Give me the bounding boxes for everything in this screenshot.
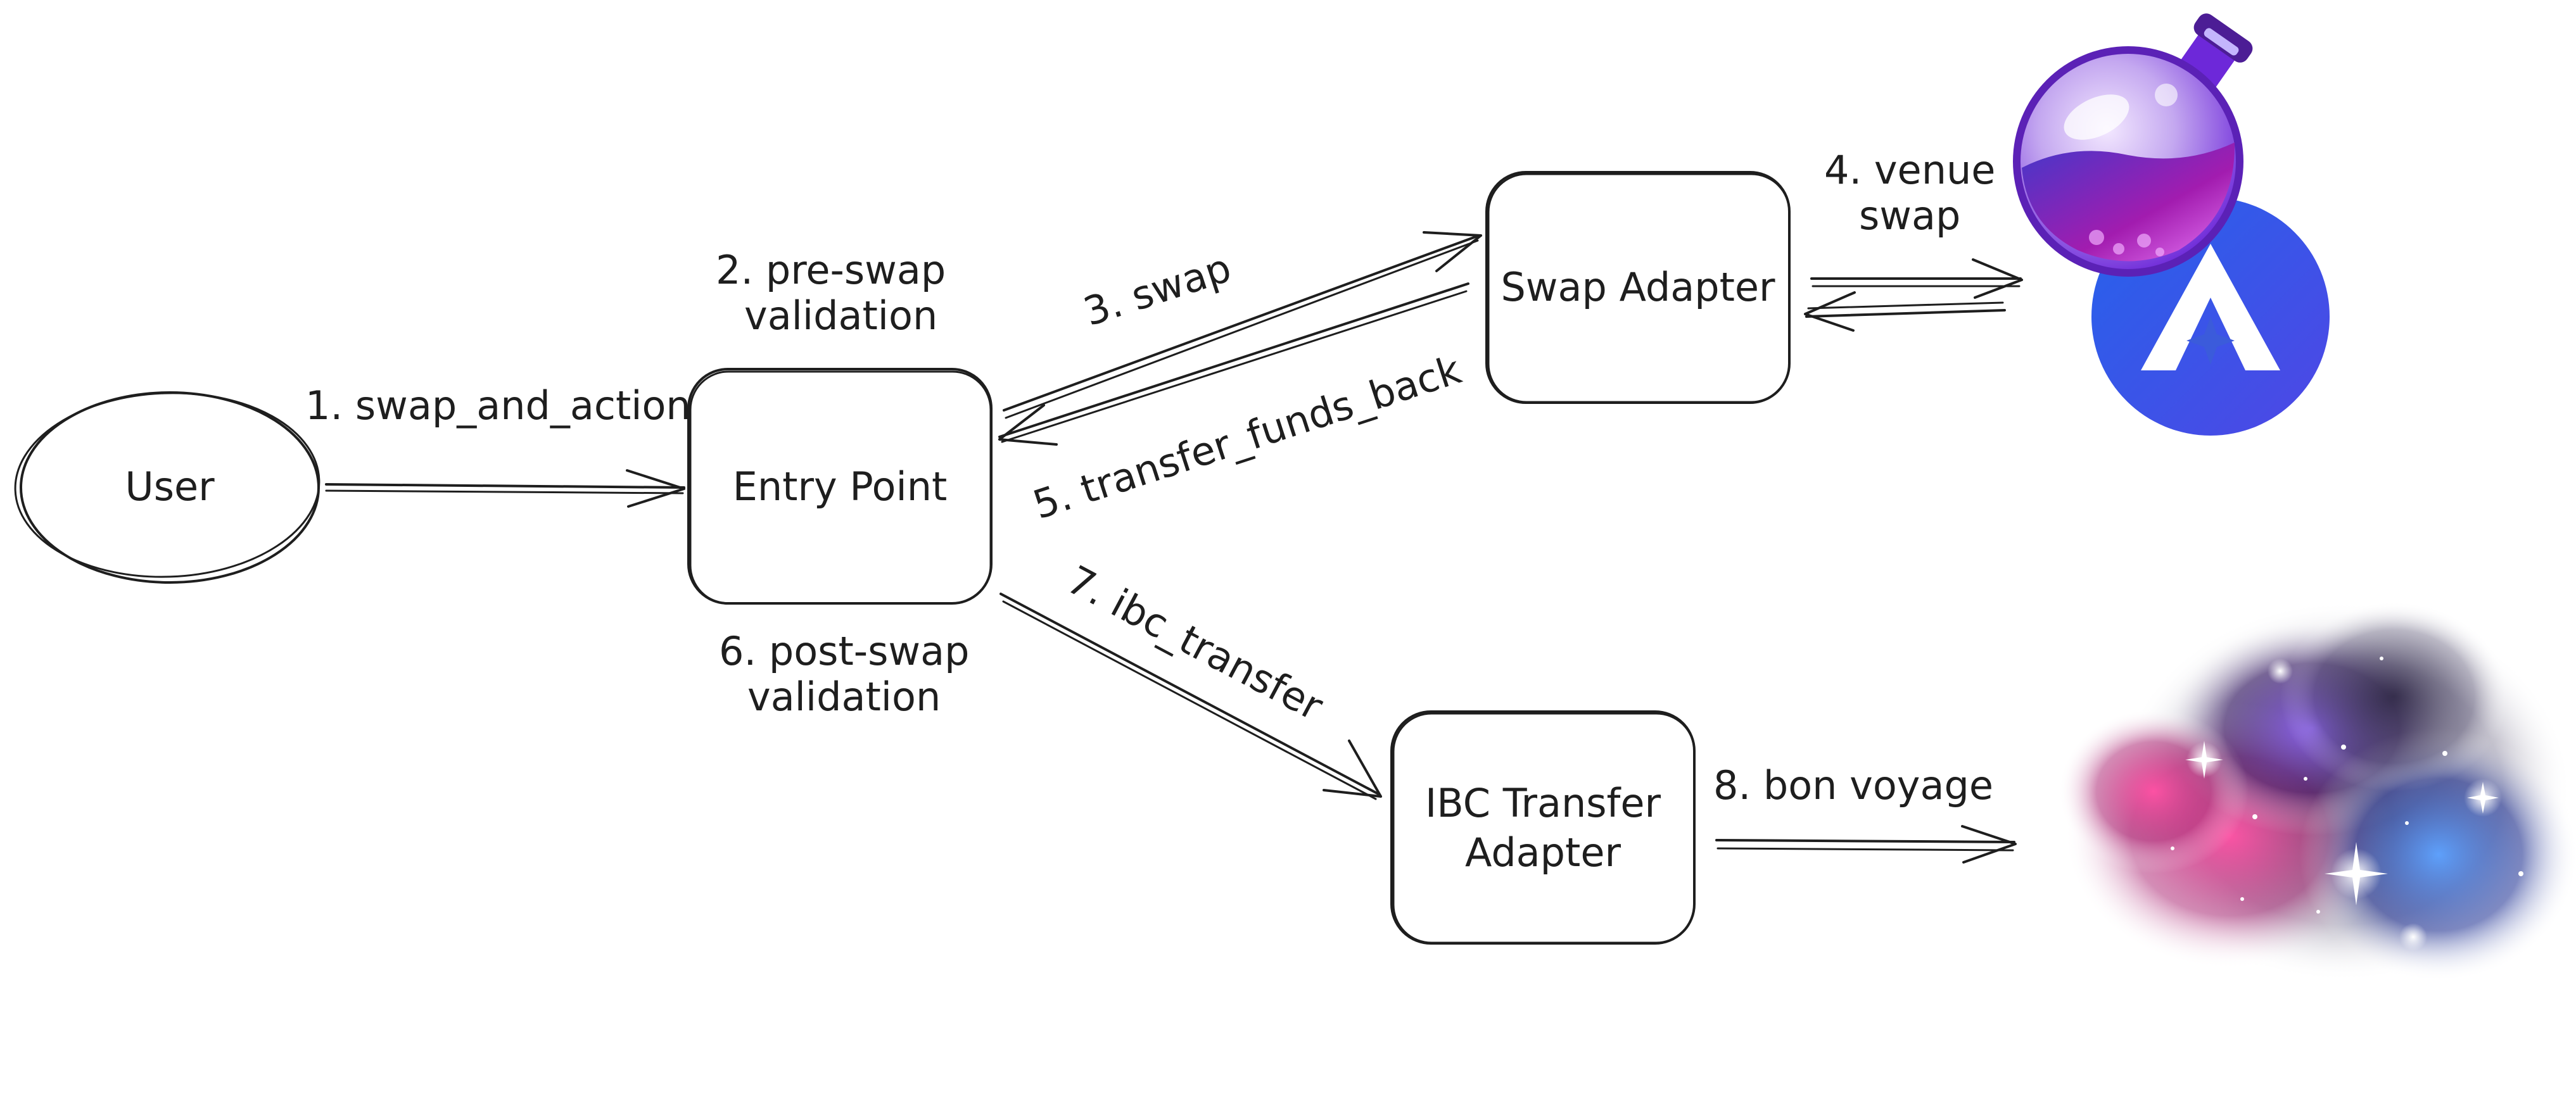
arrow-swap bbox=[1003, 231, 1482, 419]
entry-point-node: Entry Point bbox=[687, 368, 993, 605]
arrow-bon-voyage bbox=[1715, 825, 2017, 864]
entry-point-label: Entry Point bbox=[733, 463, 948, 510]
user-label: User bbox=[125, 463, 215, 510]
label-venue-swap-line2: swap bbox=[1859, 192, 1960, 239]
label-swap-and-action: 1. swap_and_action bbox=[305, 382, 691, 429]
arrow-transfer-funds-back bbox=[998, 282, 1469, 446]
label-transfer-funds-back: 5. transfer_funds_back bbox=[1027, 346, 1466, 528]
label-venue-swap-line1: 4. venue bbox=[1824, 147, 1995, 193]
label-bon-voyage: 8. bon voyage bbox=[1713, 762, 1993, 808]
user-node: User bbox=[14, 391, 320, 584]
arrow-swap-and-action bbox=[325, 469, 685, 508]
galaxy-nebula-image bbox=[2059, 601, 2576, 981]
label-post-swap-line2: validation bbox=[747, 674, 941, 720]
ibc-transfer-adapter-node: IBC Transfer Adapter bbox=[1390, 710, 1696, 945]
arrow-ibc-transfer bbox=[999, 593, 1382, 800]
ibc-adapter-label-line2: Adapter bbox=[1465, 829, 1621, 876]
label-pre-swap-line2: validation bbox=[744, 293, 937, 339]
label-post-swap-line1: 6. post-swap bbox=[719, 628, 970, 674]
arrow-venue-swap bbox=[1804, 258, 2023, 332]
label-pre-swap-line1: 2. pre-swap bbox=[716, 247, 946, 293]
potion-flask-icon bbox=[2013, 13, 2253, 277]
swap-adapter-node: Swap Adapter bbox=[1485, 171, 1791, 404]
swap-adapter-label: Swap Adapter bbox=[1501, 264, 1775, 310]
label-swap: 3. swap bbox=[1078, 244, 1236, 335]
ibc-adapter-label-line1: IBC Transfer bbox=[1425, 780, 1661, 826]
